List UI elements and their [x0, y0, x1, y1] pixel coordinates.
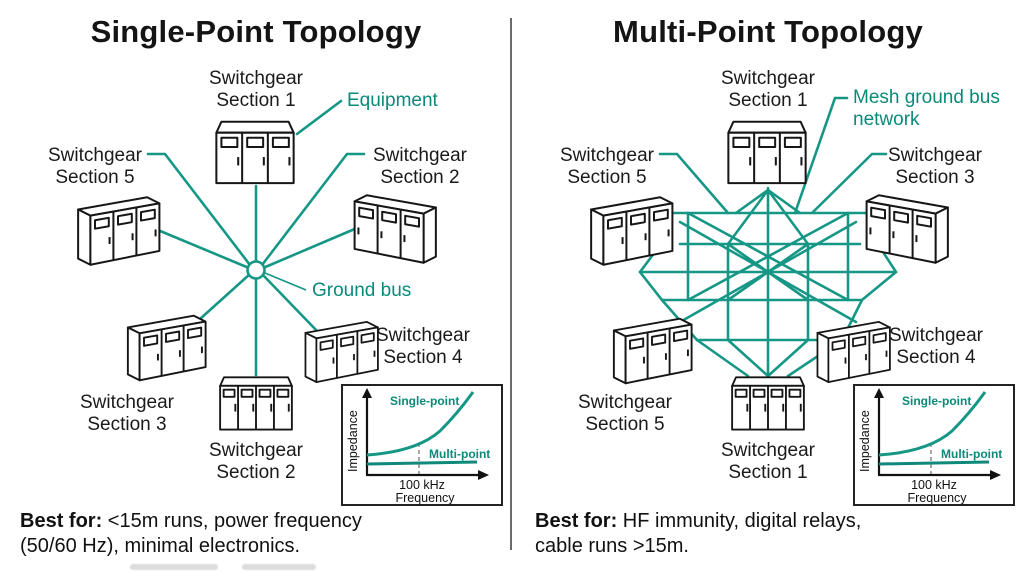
best-for-text: Best for: HF immunity, digital relays, c… — [535, 510, 862, 557]
single-point-panel: Single-Point Topology Switc — [20, 14, 503, 557]
multi-point-curve — [878, 460, 990, 466]
ground-bus-callout: Ground bus — [312, 280, 412, 301]
switchgear-cabinet-icon — [213, 119, 297, 185]
multi-point-panel: Multi-Point Topology — [512, 0, 1024, 572]
y-axis-label: Impedance — [346, 410, 360, 472]
multi-point-curve — [366, 460, 478, 466]
series-label-multi-point: Multi-point — [941, 447, 1002, 461]
impedance-frequency-inset-chart: Single-point Multi-point Impedance 100 k… — [341, 384, 503, 511]
y-axis-label: Impedance — [858, 410, 872, 472]
cropped-edge-artifact — [130, 564, 218, 570]
panel-title: Multi-Point Topology — [613, 14, 923, 49]
panel-divider — [510, 18, 512, 550]
switchgear-cabinet-icon — [725, 119, 809, 185]
switchgear-cabinet-icon — [72, 190, 164, 272]
single-point-curve — [878, 391, 987, 457]
x-tick-label: 100 kHz — [911, 478, 957, 492]
impedance-frequency-inset-chart: Single-point Multi-point Impedance 100 k… — [853, 384, 1015, 511]
cropped-edge-artifact — [242, 564, 316, 570]
switchgear-cabinet-icon — [862, 188, 954, 270]
star-connections — [146, 99, 366, 377]
single-point-curve — [366, 391, 475, 457]
series-label-single-point: Single-point — [390, 394, 459, 408]
switchgear-cabinet-icon — [729, 374, 807, 432]
series-label-single-point: Single-point — [902, 394, 971, 408]
switchgear-cabinet-icon — [350, 188, 442, 270]
x-axis-label: Frequency — [907, 491, 967, 505]
switchgear-cabinet-icon — [122, 308, 210, 388]
y-axis-arrow-icon — [874, 388, 884, 398]
mesh-ground-bus-callout: Mesh ground bus network — [853, 87, 1000, 130]
x-axis-arrow-icon — [990, 470, 1001, 480]
panel-title: Single-Point Topology — [90, 14, 422, 49]
equipment-callout: Equipment — [347, 90, 438, 111]
x-tick-label: 100 kHz — [399, 478, 445, 492]
x-axis-label: Frequency — [395, 491, 455, 505]
best-for-text: Best for: <15m runs, power frequency (50… — [20, 510, 362, 557]
x-axis-arrow-icon — [478, 470, 489, 480]
mesh-connections — [638, 96, 898, 378]
switchgear-cabinet-icon — [217, 374, 295, 432]
ground-bus-hub — [246, 260, 266, 280]
y-axis-arrow-icon — [362, 388, 372, 398]
switchgear-cabinet-icon — [585, 190, 677, 272]
series-label-multi-point: Multi-point — [429, 447, 490, 461]
switchgear-cabinet-icon — [608, 311, 696, 391]
